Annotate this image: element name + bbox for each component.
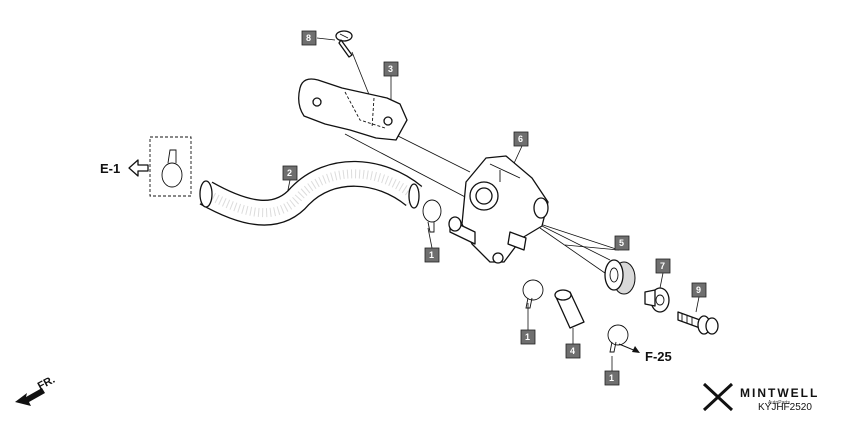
callout-label: 8 — [306, 33, 311, 43]
bracket-part-3 — [298, 78, 408, 141]
clamp-part-1-a — [422, 199, 442, 233]
callout-label: 2 — [287, 168, 292, 178]
screw-part-8 — [335, 30, 353, 58]
collar-part-7 — [644, 287, 670, 313]
callout-label: 1 — [525, 332, 530, 342]
callout-1-a: 1 — [424, 247, 440, 263]
valve-body-part-6 — [448, 155, 549, 264]
callout-6: 6 — [513, 131, 529, 147]
callout-7: 7 — [655, 258, 671, 274]
callout-1-c: 1 — [604, 370, 620, 386]
callout-4: 4 — [565, 343, 581, 359]
clamp-part-1-b — [522, 279, 544, 309]
diagram-code: KYJHF2520 — [758, 402, 812, 413]
mintwell-logo-icon — [702, 382, 734, 412]
callout-2: 2 — [282, 165, 298, 181]
callout-5: 5 — [614, 235, 630, 251]
callout-label: 7 — [660, 261, 665, 271]
front-direction-arrow-icon — [15, 388, 45, 406]
hose-part-2 — [199, 160, 423, 226]
callout-label: 9 — [696, 285, 701, 295]
f25-arrow — [618, 343, 640, 353]
callout-label: 6 — [518, 134, 523, 144]
callout-8: 8 — [301, 30, 317, 46]
callout-label: 1 — [429, 250, 434, 260]
front-direction-label: FR. — [36, 374, 57, 393]
f25-reference-label: F-25 — [645, 349, 672, 364]
callout-label: 4 — [570, 346, 575, 356]
grommet-part-5 — [604, 259, 636, 295]
clamp-part-1-c — [607, 324, 629, 353]
e1-reference-label: E-1 — [100, 161, 120, 176]
tube-part-4 — [554, 289, 585, 329]
callout-label: 3 — [388, 64, 393, 74]
brand-name: MINTWELL — [740, 386, 819, 400]
callout-label: 5 — [619, 238, 624, 248]
callout-label: 1 — [609, 373, 614, 383]
callout-9: 9 — [691, 282, 707, 298]
bolt-part-9 — [677, 311, 719, 335]
brand-subtitle: AutoParts — [768, 400, 790, 406]
callout-1-b: 1 — [520, 329, 536, 345]
callout-3: 3 — [383, 61, 399, 77]
e1-reference-box — [128, 136, 192, 197]
